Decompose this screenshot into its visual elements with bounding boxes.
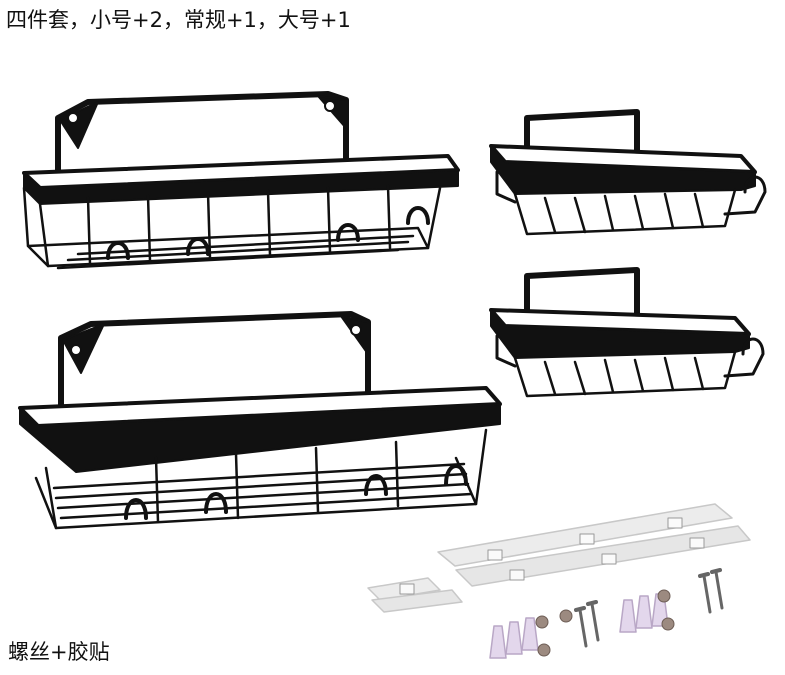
wall-anchor-icon xyxy=(489,593,669,659)
set-description-caption: 四件套，小号+2，常规+1，大号+1 xyxy=(6,8,351,32)
adhesive-pad-icon xyxy=(367,503,751,613)
wire-basket xyxy=(495,334,765,398)
screw-cap-icon xyxy=(535,589,675,657)
small-shelf-rack-top xyxy=(489,109,767,236)
wall-bracket-icon xyxy=(55,91,349,181)
wire-basket xyxy=(495,170,767,236)
wire-basket xyxy=(34,428,488,530)
screw-icon xyxy=(574,568,724,648)
wall-bracket-icon xyxy=(524,109,640,163)
mounting-hardware xyxy=(367,503,751,659)
wall-bracket-icon xyxy=(524,267,640,327)
large-shelf-rack-bottom xyxy=(18,311,502,530)
wall-bracket-icon xyxy=(58,311,371,421)
accessories-caption: 螺丝+胶贴 xyxy=(8,640,110,664)
small-shelf-rack-bottom xyxy=(489,267,765,398)
large-shelf-rack-top xyxy=(22,91,460,270)
wire-basket xyxy=(22,184,442,270)
